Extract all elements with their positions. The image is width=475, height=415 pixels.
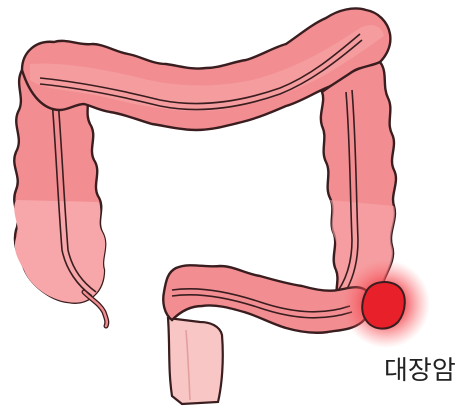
- tumor: [362, 282, 405, 329]
- rectum: [168, 318, 223, 404]
- diagram-label: 대장암: [384, 356, 456, 386]
